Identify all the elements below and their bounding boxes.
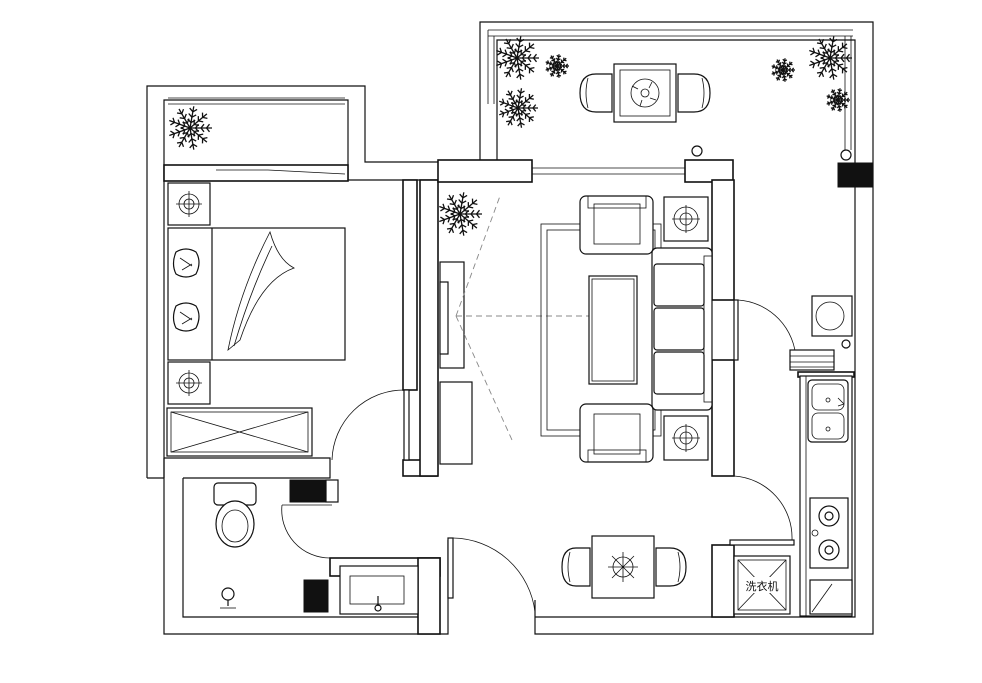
double-bed (167, 227, 346, 361)
interior-walls (163, 159, 855, 635)
armchair-top (579, 195, 654, 255)
pillow-icon (172, 302, 200, 332)
gas-stove (809, 497, 849, 569)
column-block (837, 162, 874, 188)
plant-icon (826, 88, 850, 112)
coffee-table (588, 275, 638, 385)
steps (789, 349, 835, 371)
floor-drain-block (303, 579, 329, 613)
toilet-icon (215, 500, 255, 548)
dining-chair-left (561, 547, 591, 587)
plant-icon (498, 88, 538, 128)
tv-icon (439, 281, 449, 355)
outer-walls (146, 21, 874, 635)
pipe-marker (691, 145, 703, 157)
washer-label: 洗衣机 (746, 579, 779, 593)
kitchen-door (733, 295, 853, 371)
washing-basin (811, 295, 853, 337)
bedroom-door (403, 389, 410, 461)
shower-icon (221, 587, 235, 601)
balcony-chair-left (579, 73, 613, 113)
plant-icon (169, 106, 212, 150)
pipe-marker (840, 149, 852, 161)
side-cabinet (439, 381, 473, 465)
kitchen-sink (807, 379, 849, 443)
balcony-table (613, 63, 677, 123)
faucet-icon (374, 604, 382, 612)
plant-icon (545, 54, 569, 78)
plant-icon (496, 36, 539, 80)
shaft-block (289, 479, 327, 503)
dining-area (561, 535, 687, 599)
plant-icon (439, 192, 482, 236)
plants (169, 36, 852, 236)
dining-chair-right (655, 547, 687, 587)
living-room (540, 195, 713, 463)
tv-cabinet (439, 195, 630, 465)
bathroom (213, 479, 419, 615)
plant-icon (809, 36, 852, 80)
kitchen: 洗衣机 (729, 375, 853, 617)
entrance-door (447, 537, 536, 613)
nightstand-top (167, 182, 211, 226)
pillow-icon (172, 248, 200, 278)
fridge (809, 579, 853, 615)
vanity (339, 565, 419, 615)
armchair-bottom (579, 403, 654, 463)
balcony-chair-right (677, 73, 711, 113)
bedroom (166, 182, 410, 461)
balcony-table-set (579, 63, 711, 123)
plant-icon (771, 58, 795, 82)
